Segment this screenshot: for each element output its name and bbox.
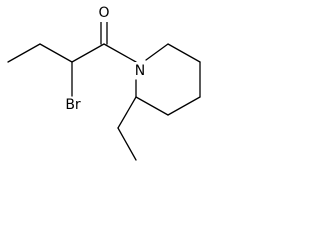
oxygen-atom-label: O: [98, 5, 109, 21]
bond-carbonyl-n: [103, 43, 137, 63]
bond-c2-ethyl-ch2: [117, 96, 137, 129]
bond-ch3-ch2: [7, 43, 41, 63]
bond-ch2-chbr: [39, 43, 73, 63]
molecule-drawing: O N Br: [7, 5, 201, 161]
nitrogen-atom-label: N: [135, 63, 145, 79]
bond-chbr-carbonyl: [71, 43, 105, 63]
bromine-atom-label: Br: [65, 97, 81, 113]
structure-canvas: O N Br: [0, 0, 215, 172]
bond-c4-c3: [167, 96, 201, 116]
bond-c3-c2: [135, 96, 169, 116]
bond-c6-c5: [167, 43, 201, 63]
bond-n-c6: [145, 43, 169, 61]
bond-ethyl-ch2-ch3: [117, 127, 137, 161]
